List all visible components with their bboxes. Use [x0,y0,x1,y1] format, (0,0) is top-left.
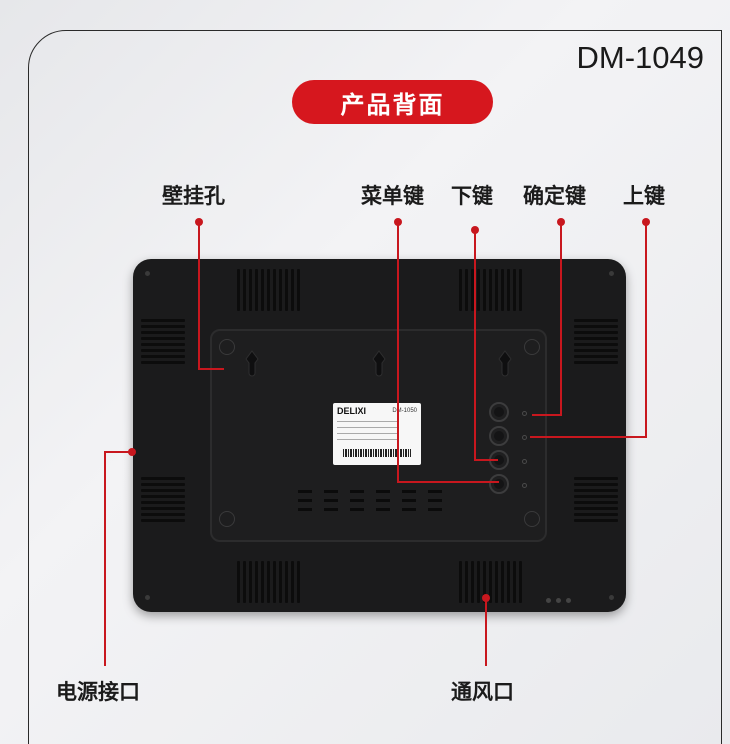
vent-grille [574,319,618,367]
callout-vent: 通风口 [451,680,514,704]
leader-line [532,414,562,416]
screw-icon [145,271,150,276]
callout-up-key: 上键 [623,184,665,208]
section-title-pill: 产品背面 [292,80,493,124]
vent-grille [237,269,303,311]
leader-line [645,222,647,438]
content-frame [28,30,722,744]
callout-down-key: 下键 [451,184,493,208]
vent-grille [459,269,525,311]
device-back-panel: DELIXI DM-1050 [133,259,626,612]
barcode-icon [343,449,411,457]
leader-line [104,451,132,453]
vent-grille [237,561,303,603]
callout-confirm-key: 确定键 [523,184,586,208]
leader-line [198,368,224,370]
wall-mount-keyhole-icon [372,350,386,377]
callout-wall-mount: 壁挂孔 [162,184,225,208]
leader-line [474,230,476,461]
leader-dot [128,448,136,456]
mount-hole-icon [219,339,235,355]
leader-line [485,598,487,666]
mount-hole-icon [524,511,540,527]
leader-line [104,451,106,666]
leader-line [560,222,562,416]
indicator-dot [556,598,561,603]
label-model: DM-1050 [392,408,417,414]
leader-line [397,222,399,483]
wall-mount-keyhole-icon [498,350,512,377]
screw-icon [609,271,614,276]
up-button[interactable] [489,402,509,422]
confirm-button[interactable] [489,426,509,446]
indicator-dot [566,598,571,603]
mount-hole-icon [524,339,540,355]
leader-line [397,481,499,483]
screw-icon [609,595,614,600]
button-mark-icon [522,435,527,440]
label-spec-lines [337,421,397,445]
label-brand: DELIXI [337,406,367,416]
button-mark-icon [522,459,527,464]
leader-line [474,459,498,461]
product-label: DELIXI DM-1050 [333,403,421,465]
wall-mount-keyhole-icon [245,350,259,377]
indicator-dot [546,598,551,603]
button-mark-icon [522,411,527,416]
mount-hole-icon [219,511,235,527]
button-mark-icon [522,483,527,488]
callout-power-port: 电源接口 [56,680,140,704]
menu-button[interactable] [489,474,509,494]
leader-line [530,436,647,438]
callout-menu-key: 菜单键 [361,184,424,208]
vent-grille [141,477,185,525]
leader-line [198,222,200,370]
screw-icon [145,595,150,600]
vent-grille [574,477,618,525]
center-vent-grille [298,490,442,511]
vent-grille [141,319,185,367]
model-number: DM-1049 [576,40,705,75]
vent-grille [459,561,525,603]
